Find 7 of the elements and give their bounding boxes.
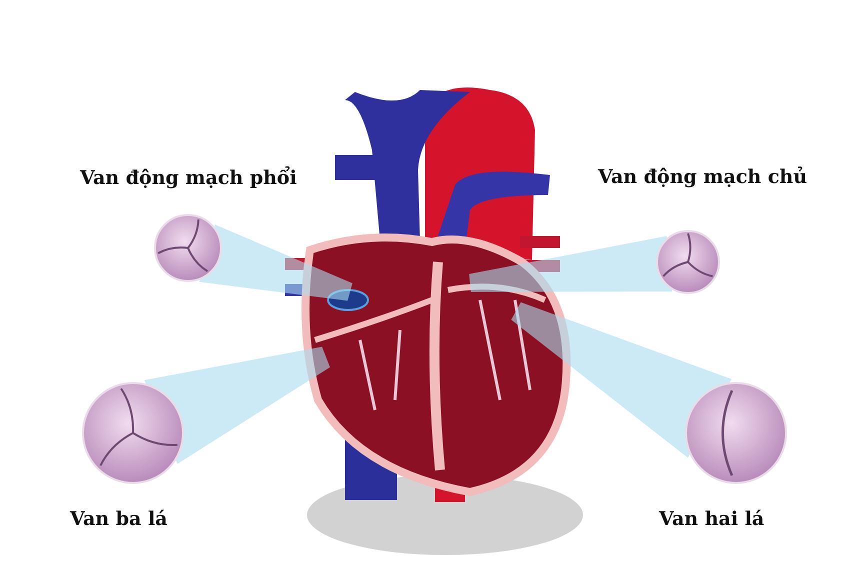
- valve-label: Van ba lá: [70, 508, 168, 530]
- valve-label: Van hai lá: [659, 508, 764, 530]
- magnifier-beam: [511, 302, 732, 458]
- valve-label: Van động mạch chủ: [598, 166, 808, 188]
- magnifier-beam: [469, 236, 672, 292]
- valve-label: Van động mạch phổi: [80, 167, 297, 189]
- magnifier-beam: [199, 224, 352, 301]
